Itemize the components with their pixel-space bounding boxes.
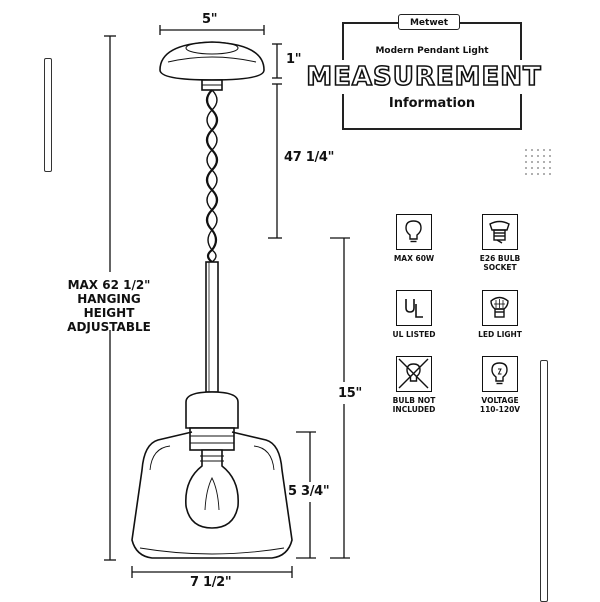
feature-caption: 110-120V bbox=[479, 405, 521, 414]
canopy-width-label: 5" bbox=[202, 12, 218, 27]
brand-badge: Metwet bbox=[398, 14, 460, 30]
voltage-bulb-icon bbox=[491, 362, 508, 385]
feature-voltage: VOLTAGE 110-120V bbox=[460, 356, 540, 414]
glass-shade bbox=[131, 431, 293, 559]
feature-bulb-not-included: BULB NOT INCLUDED bbox=[374, 356, 454, 414]
socket-icon bbox=[489, 220, 510, 244]
feature-caption: E26 BULB bbox=[479, 254, 521, 263]
dot-grid-decoration bbox=[525, 149, 551, 175]
feature-caption: BULB NOT bbox=[392, 396, 436, 405]
chain-length-label: 47 1/4" bbox=[284, 150, 335, 165]
feature-caption: VOLTAGE bbox=[481, 396, 519, 405]
edison-bulb bbox=[185, 449, 239, 529]
canopy-height-label: 1" bbox=[286, 52, 302, 67]
bulb-icon bbox=[405, 220, 422, 243]
max-height-line-1: MAX 62 1/2" bbox=[67, 278, 151, 292]
socket-cap bbox=[185, 391, 239, 429]
feature-caption: LED LIGHT bbox=[478, 330, 522, 339]
ul-listed-icon bbox=[405, 299, 423, 318]
rod bbox=[205, 261, 219, 393]
measurement-heading: MEASUREMENT bbox=[304, 60, 544, 94]
product-subtitle: Modern Pendant Light bbox=[375, 46, 489, 56]
feature-caption: UL LISTED bbox=[392, 330, 436, 339]
chain bbox=[205, 89, 219, 263]
information-subheading: Information bbox=[388, 96, 476, 111]
feature-e26-socket: E26 BULB SOCKET bbox=[460, 214, 540, 272]
max-height-line-2: HANGING HEIGHT bbox=[77, 292, 141, 320]
feature-caption: MAX 60W bbox=[393, 254, 435, 263]
feature-caption: INCLUDED bbox=[392, 405, 436, 414]
feature-ul-listed: UL LISTED bbox=[374, 290, 454, 339]
led-bulb-icon bbox=[490, 296, 509, 318]
feature-caption: SOCKET bbox=[483, 263, 517, 272]
shade-height-label: 5 3/4" bbox=[288, 484, 330, 499]
bulb-crossed-icon bbox=[398, 358, 429, 389]
left-decor-bar bbox=[44, 58, 52, 172]
max-hanging-height-label: MAX 62 1/2" HANGING HEIGHT ADJUSTABLE bbox=[60, 278, 158, 334]
shade-width-label: 7 1/2" bbox=[190, 575, 232, 590]
max-height-line-3: ADJUSTABLE bbox=[67, 320, 151, 334]
canopy bbox=[159, 41, 265, 81]
feature-led-light: LED LIGHT bbox=[460, 290, 540, 339]
feature-max-watt: MAX 60W bbox=[374, 214, 454, 263]
fixture-height-label: 15" bbox=[338, 386, 362, 401]
